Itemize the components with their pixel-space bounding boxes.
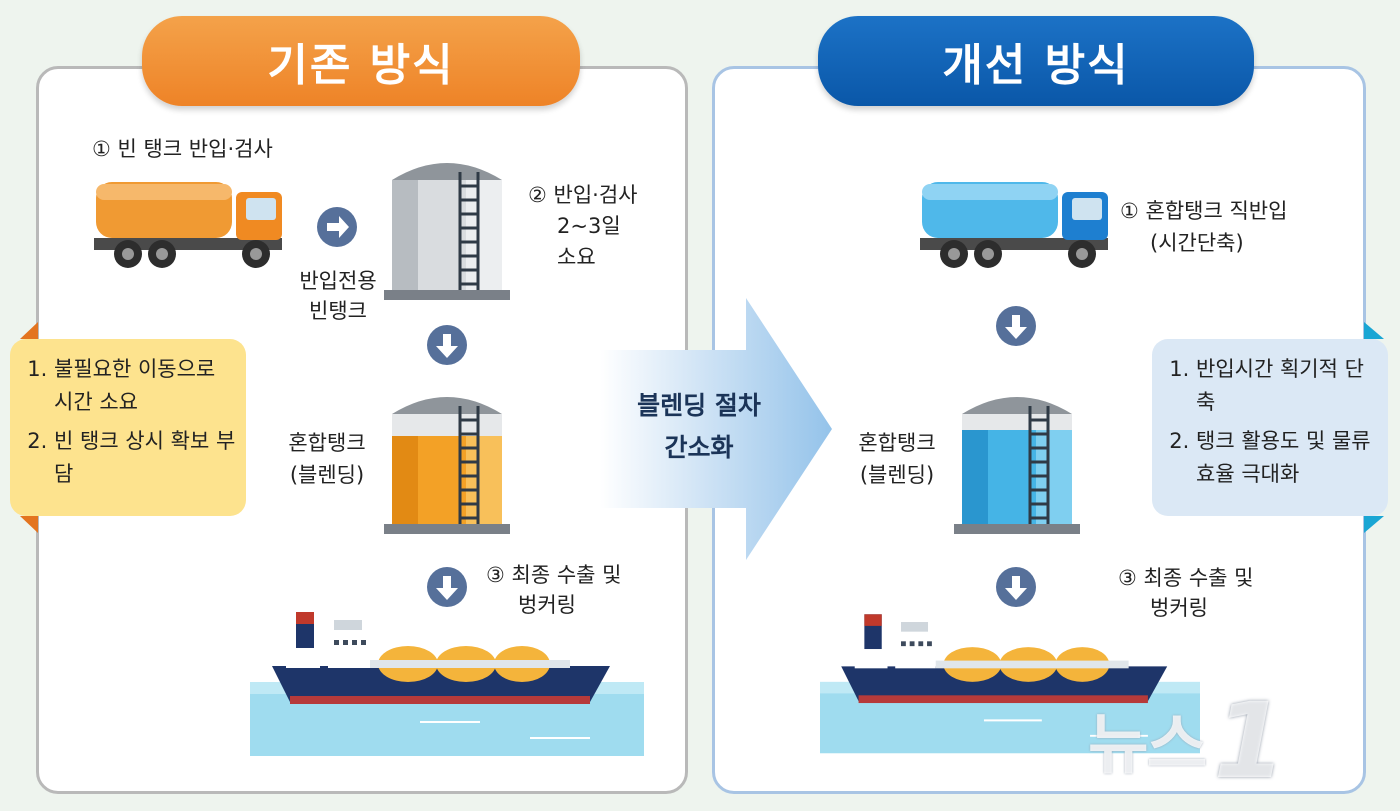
- improved-step3-line2: 벙커링: [1150, 596, 1208, 620]
- lng-carrier-ship-icon: [820, 614, 1200, 754]
- improved-benefit-item: 반입시간 획기적 단축: [1196, 353, 1378, 419]
- lng-carrier-ship-icon: [250, 612, 644, 756]
- legacy-step2-line3: 소요: [557, 245, 596, 269]
- news1-watermark: 뉴스1: [1088, 680, 1286, 802]
- legacy-issue-item: 빈 탱크 상시 확보 부담: [54, 425, 236, 491]
- blue-tanker-truck-icon: [920, 182, 1108, 268]
- improved-method-title: 개선 방식: [818, 16, 1254, 106]
- improved-step1-line2: (시간단축): [1150, 231, 1244, 255]
- right-arrow-circle-icon: [317, 207, 357, 247]
- left-box-tab-top: [20, 322, 38, 339]
- down-arrow-circle-icon: [996, 306, 1036, 346]
- legacy-step1-label: ① 빈 탱크 반입·검사: [92, 137, 273, 161]
- legacy-issues-box: 불필요한 이동으로 시간 소요 빈 탱크 상시 확보 부담: [10, 339, 246, 516]
- empty-storage-tank-icon: [384, 163, 510, 300]
- down-arrow-circle-icon: [996, 567, 1036, 607]
- watermark-text: 뉴스: [1088, 706, 1207, 783]
- improved-blend-tank-label-line2: (블렌딩): [859, 463, 935, 487]
- watermark-number: 1: [1213, 680, 1285, 802]
- legacy-step2-line1: ② 반입·검사: [528, 183, 638, 207]
- blue-blend-tank-icon: [954, 397, 1080, 534]
- blending-simplification-line2: 간소화: [664, 433, 734, 462]
- down-arrow-circle-icon: [427, 567, 467, 607]
- improved-benefits-box: 반입시간 획기적 단축 탱크 활용도 및 물류 효율 극대화: [1152, 339, 1388, 516]
- big-right-arrow-icon: [600, 298, 832, 560]
- legacy-step3-line2: 벙커링: [518, 593, 576, 617]
- empty-tank-label-line1: 반입전용: [299, 269, 377, 293]
- blending-simplification-label: 블렌딩 절차 간소화: [606, 385, 792, 469]
- improved-benefit-item: 탱크 활용도 및 물류 효율 극대화: [1196, 425, 1378, 491]
- legacy-step3-line1: ③ 최종 수출 및: [486, 563, 622, 587]
- improved-blend-tank-label-line1: 혼합탱크: [858, 431, 936, 455]
- improved-step1-line1: ① 혼합탱크 직반입: [1120, 199, 1288, 223]
- orange-tanker-truck-icon: [94, 182, 282, 268]
- down-arrow-circle-icon: [427, 325, 467, 365]
- legacy-method-title: 기존 방식: [142, 16, 580, 106]
- right-box-tab-top: [1364, 322, 1384, 339]
- legacy-blend-tank-label-line1: 혼합탱크: [288, 431, 366, 455]
- legacy-issue-item: 불필요한 이동으로 시간 소요: [54, 353, 236, 419]
- blending-simplification-line1: 블렌딩 절차: [637, 391, 761, 420]
- orange-blend-tank-icon: [384, 397, 510, 534]
- improved-step3-line1: ③ 최종 수출 및: [1118, 566, 1254, 590]
- legacy-step2-line2: 2~3일: [557, 214, 621, 238]
- empty-tank-label-line2: 빈탱크: [309, 299, 367, 323]
- left-box-tab-bottom: [20, 516, 38, 533]
- right-box-tab-bottom: [1364, 516, 1384, 533]
- legacy-blend-tank-label-line2: (블렌딩): [289, 463, 365, 487]
